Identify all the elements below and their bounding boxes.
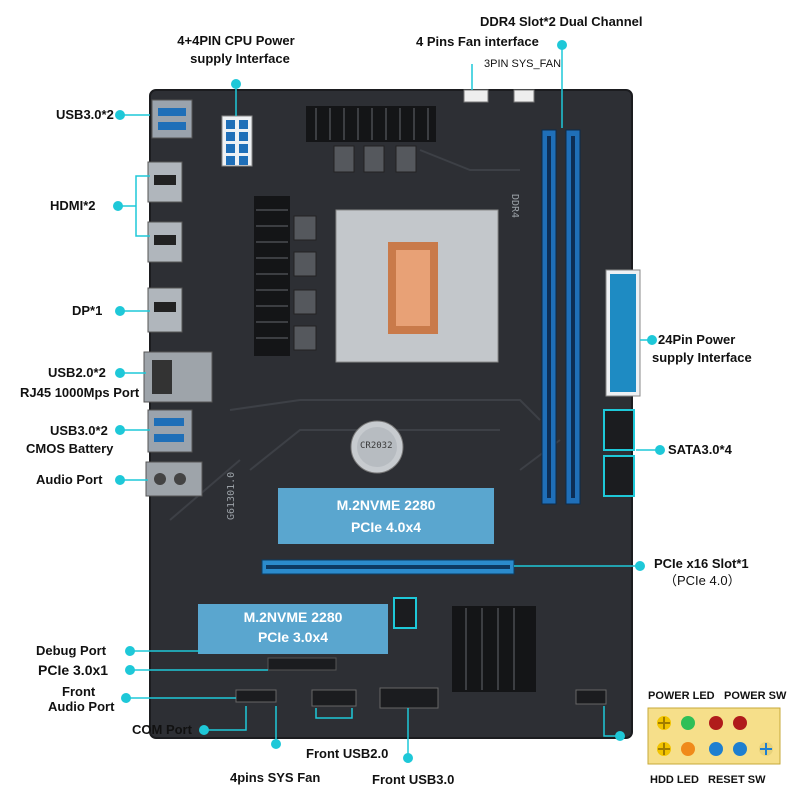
m2-lower-label-1: M.2NVME 2280: [243, 609, 343, 625]
callout-pcie1: PCIe 3.0x1: [38, 662, 109, 678]
rear-io: [143, 99, 213, 497]
pcie-x1-slot: [267, 657, 337, 671]
callout-hdmi: HDMI*2: [50, 198, 96, 213]
chipset-heatsink: [452, 606, 536, 692]
callout-sysfan3: 3PIN SYS_FAN: [484, 58, 562, 70]
front-usb3-header: [379, 687, 439, 709]
callout-audio: Audio Port: [36, 472, 103, 487]
usb30-top-port: [151, 99, 193, 139]
callout-24pin-2: supply Interface: [652, 350, 752, 365]
ddr-silkscreen: DDR4: [509, 194, 520, 219]
ddr4-slots: [541, 129, 581, 505]
callout-fan4: 4 Pins Fan interface: [416, 34, 539, 49]
callout-usb30-mid: USB3.0*2: [50, 423, 108, 438]
hdmi-port-2: [147, 221, 183, 263]
callout-cpu-power-1: 4+4PIN CPU Power: [177, 33, 295, 48]
callout-sysfan4: 4pins SYS Fan: [230, 770, 321, 785]
front-audio-header: [235, 689, 277, 703]
usb30-mid-port: [147, 409, 193, 453]
fan-header-3pin: [513, 89, 535, 103]
callout-24pin-1: 24Pin Power: [658, 332, 736, 347]
vrm-heatsink-left: [254, 196, 290, 356]
callout-usb30-top: USB3.0*2: [56, 107, 114, 122]
callout-front-usb2: Front USB2.0: [306, 746, 389, 761]
panel-header: [575, 689, 607, 705]
callout-front-audio-1: Front: [62, 684, 96, 699]
cpu-socket: [335, 209, 499, 363]
callout-front-audio-2: Audio Port: [48, 699, 115, 714]
callout-front-usb3: Front USB3.0: [372, 772, 455, 787]
callout-com: COM Port: [132, 722, 192, 737]
callout-cmos: CMOS Battery: [26, 441, 114, 456]
battery-silkscreen: CR2032: [360, 441, 393, 451]
callout-ddr4: DDR4 Slot*2 Dual Channel: [480, 14, 643, 29]
panel-power-sw: POWER SW: [724, 690, 787, 702]
panel-reset-sw: RESET SW: [708, 774, 766, 786]
callout-debug: Debug Port: [36, 643, 107, 658]
m2-upper-slot: [278, 488, 494, 544]
callout-sata: SATA3.0*4: [668, 442, 732, 457]
m2-lower-label-2: PCIe 3.0x4: [257, 629, 329, 645]
m2-upper-label-1: M.2NVME 2280: [336, 497, 436, 513]
sata-connectors: [603, 409, 635, 497]
front-panel-diagram: [647, 707, 781, 765]
atx-24pin-connector: [605, 269, 641, 397]
board-model-silkscreen: G61301.0: [226, 471, 237, 520]
m2-upper-label-2: PCIe 4.0x4: [350, 519, 422, 535]
callout-pcie16-2: （PCIe 4.0）: [664, 573, 741, 588]
panel-power-led: POWER LED: [648, 690, 715, 702]
callout-usb20: USB2.0*2: [48, 365, 106, 380]
callout-pcie16-1: PCIe x16 Slot*1: [654, 556, 749, 571]
cpu-power-connector: [221, 115, 253, 167]
fan-header-4pin: [463, 89, 489, 103]
pcie-x16-slot: [261, 559, 515, 575]
front-usb2-header: [311, 689, 357, 707]
m2-lower-slot: [198, 604, 388, 654]
callout-rj45: RJ45 1000Mps Port: [20, 385, 140, 400]
panel-hdd-led: HDD LED: [650, 774, 699, 786]
callout-dp: DP*1: [72, 303, 103, 318]
callout-cpu-power-2: supply Interface: [190, 51, 290, 66]
